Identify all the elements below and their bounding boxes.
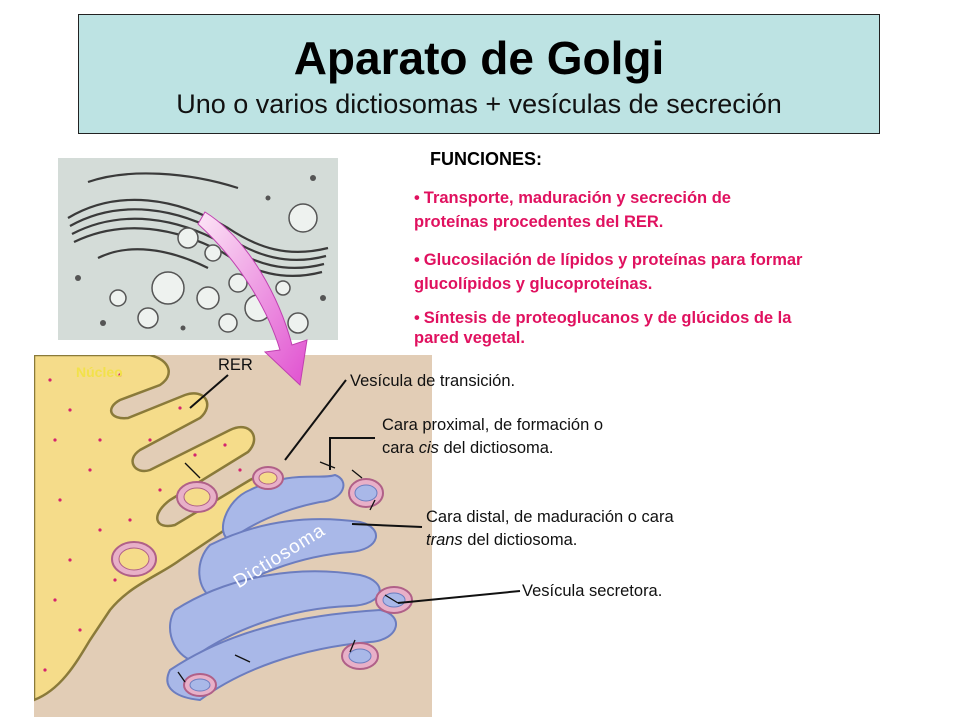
function-1-line-2: proteínas procedentes del RER. [414,213,664,231]
transition-vesicle-leader [284,379,347,461]
cis-face-italic: cis [418,439,439,457]
rer-shape [34,355,273,702]
trans-face-leader [351,523,423,528]
dictyosome-label: Dictiosoma [230,519,330,593]
function-item-3: •Síntesis de proteoglucanos y de glúcido… [414,308,791,348]
functions-heading: FUNCIONES: [430,149,542,169]
function-1-line-1: Transporte, maduración y secreción de [423,189,731,207]
title-box: Aparato de Golgi Uno o varios dictiosoma… [78,14,880,134]
nucleus-label: Núcleo [76,364,123,380]
rer-label: RER [218,356,253,374]
function-2-line-2: glucolípidos y glucoproteínas. [414,275,653,293]
trans-face-line-2-post: del dictiosoma. [462,531,578,549]
function-3-line-2: pared vegetal. [414,329,525,347]
cis-face-label: Cara proximal, de formación o cara cis d… [382,414,603,460]
trans-face-label: Cara distal, de maduración o cara trans … [426,506,674,552]
micrograph-image [58,158,338,340]
vesicle [111,541,157,577]
cis-face-line-1: Cara proximal, de formación o [382,416,604,434]
cis-face-line-2-pre: cara [382,439,419,457]
cis-face-line-2-post: del dictiosoma. [438,439,554,457]
vesicle [375,586,413,614]
cisterna-3 [169,570,381,662]
secretory-vesicle-leader [397,590,521,604]
cisterna-4 [166,608,397,702]
vesicle [183,673,217,697]
page-title: Aparato de Golgi [293,32,665,84]
rer-leader [189,374,229,409]
transition-vesicle-label: Vesícula de transición. [350,372,516,390]
cisterna-1 [221,473,345,542]
function-item-2: •Glucosilación de lípidos y proteínas pa… [414,248,802,296]
trans-face-italic: trans [426,531,463,549]
trans-face-line-1: Cara distal, de maduración o cara [426,508,674,526]
vesicle [176,481,218,513]
vesicle [341,642,379,670]
vesicle [252,466,284,490]
function-item-1: •Transporte, maduración y secreción de p… [414,186,731,234]
vesicle [348,478,384,508]
secretory-vesicle-label: Vesícula secretora. [522,582,663,600]
bullet-icon: • [414,309,420,327]
bullet-icon: • [414,251,420,269]
function-2-line-1: Glucosilación de lípidos y proteínas par… [423,251,803,269]
page-subtitle: Uno o varios dictiosomas + vesículas de … [176,89,782,119]
bullet-icon: • [414,189,420,207]
cell-drawing-panel [34,355,432,717]
cis-face-leader [329,437,375,470]
function-3-line-1: Síntesis de proteoglucanos y de glúcidos… [423,309,792,327]
